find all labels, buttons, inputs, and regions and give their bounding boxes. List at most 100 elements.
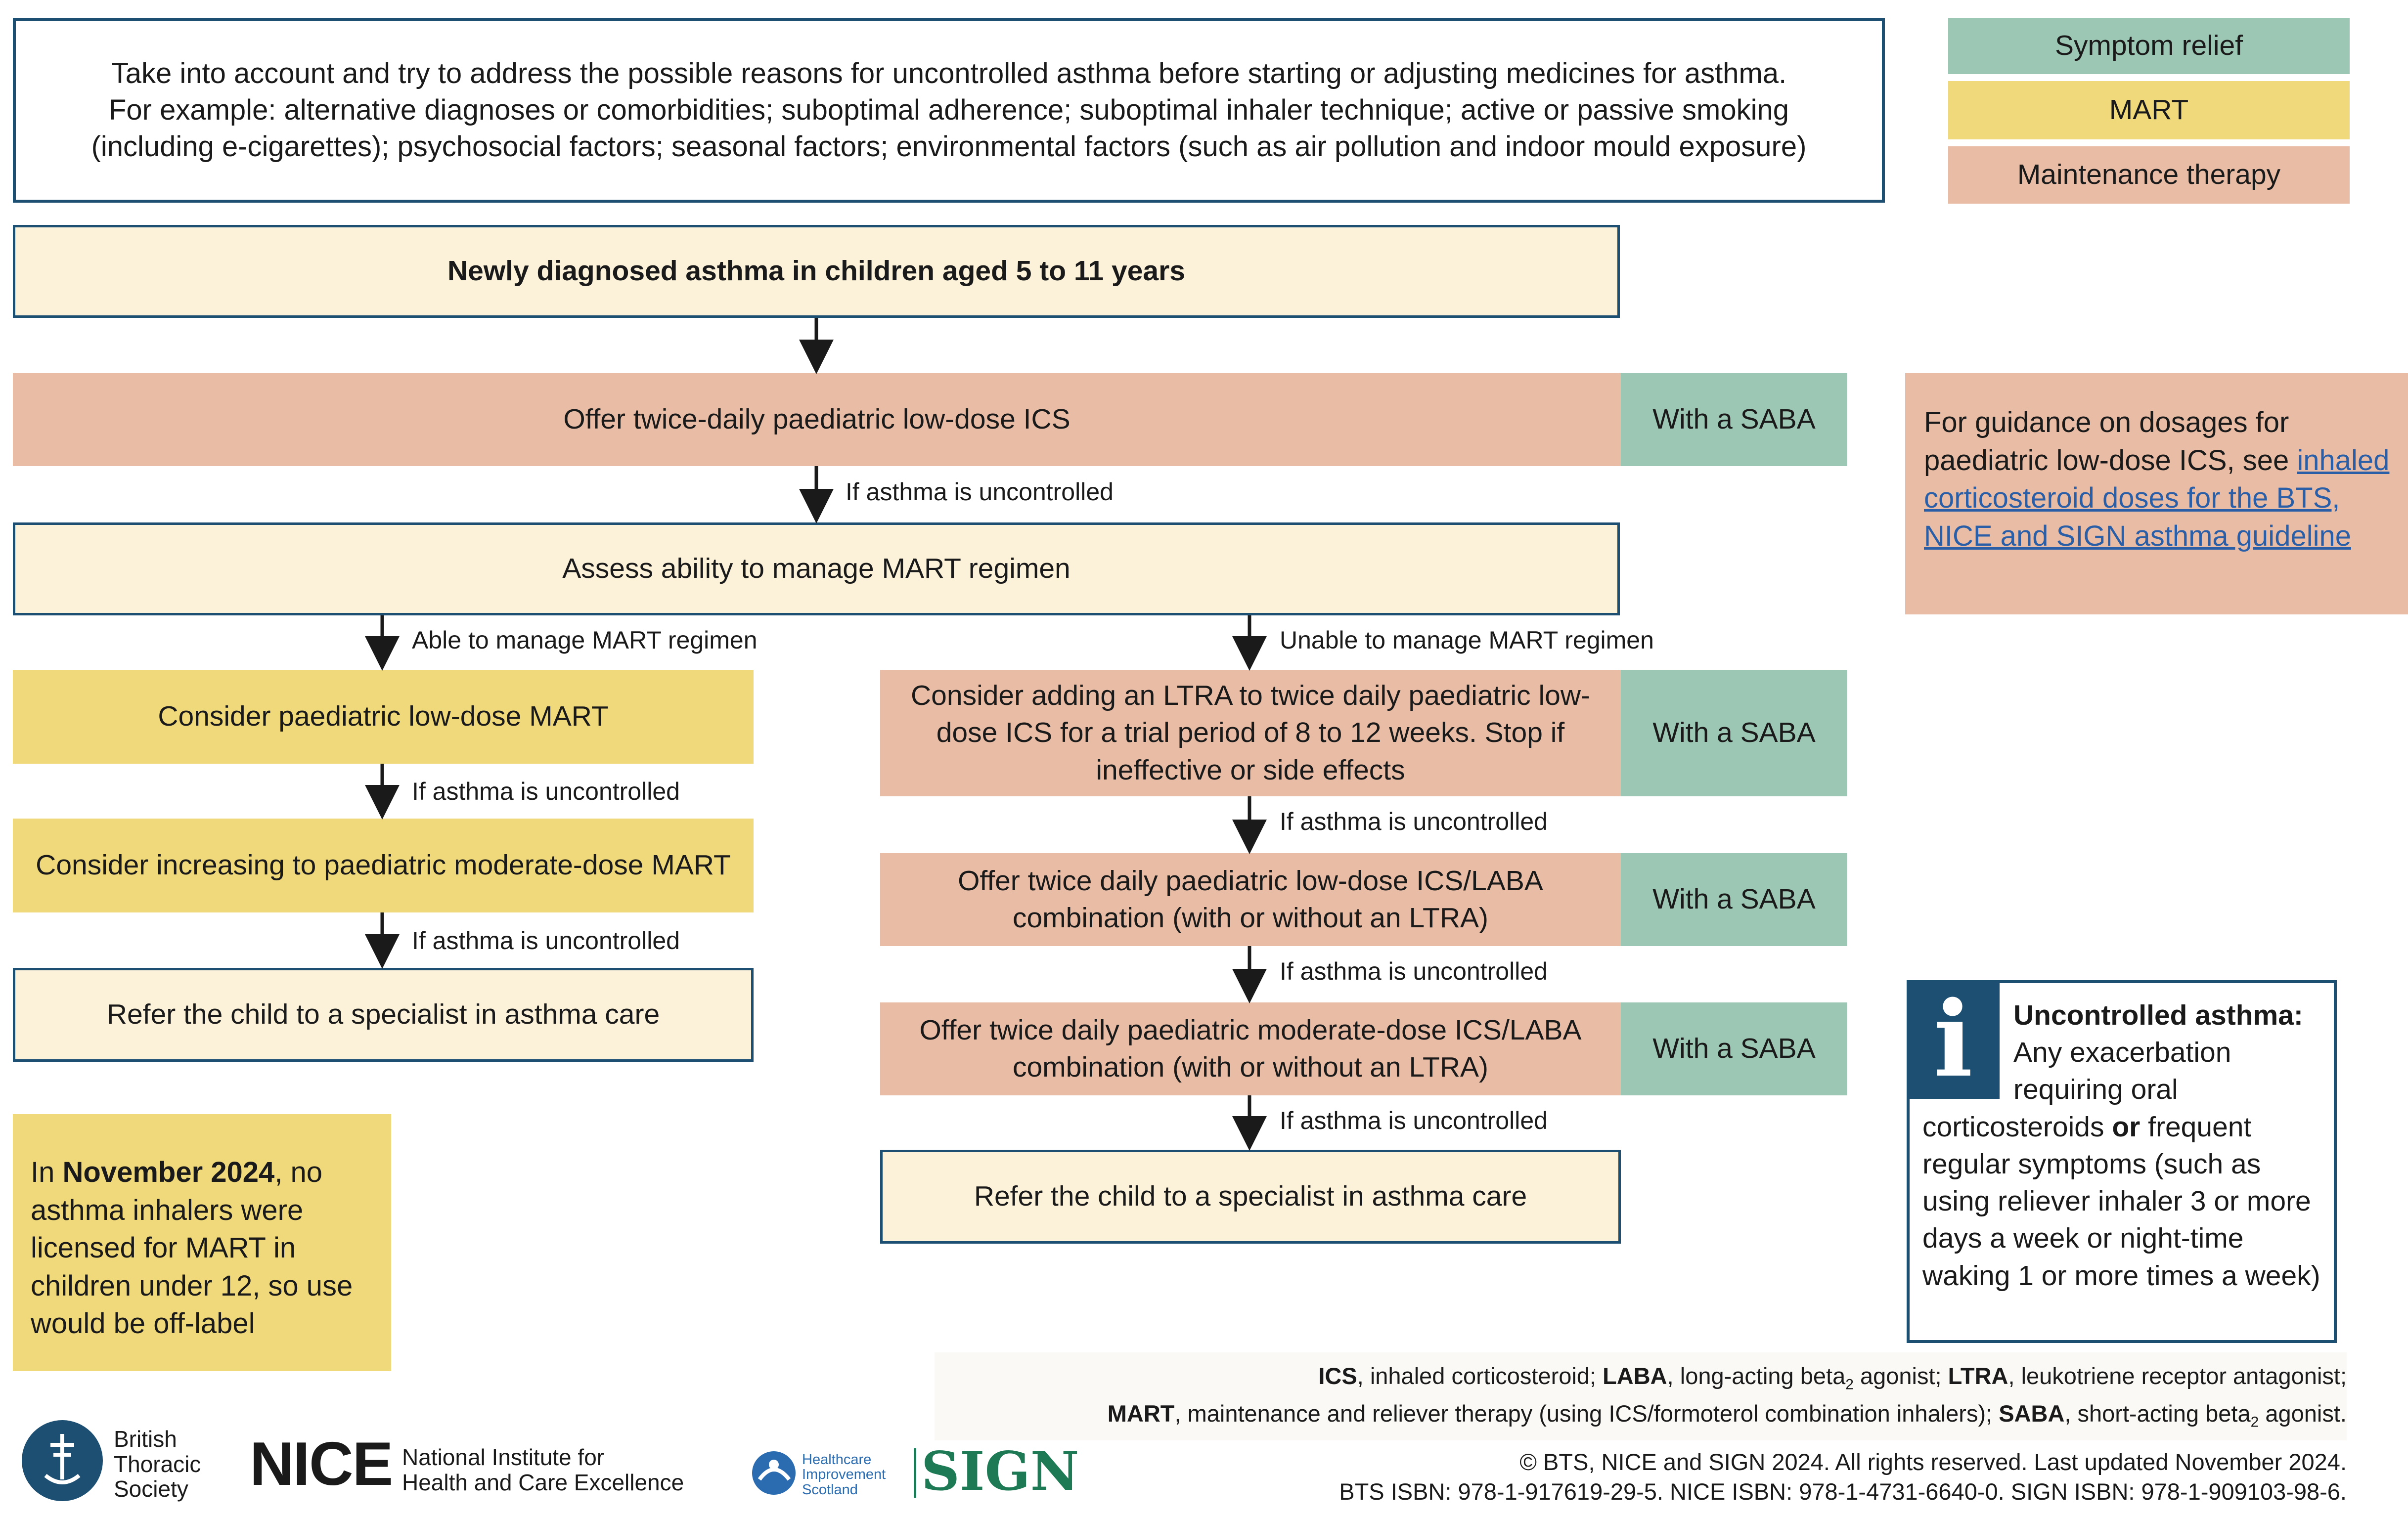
mart-low-label: Consider paediatric low-dose MART <box>158 700 609 733</box>
legend-mart: MART <box>1948 81 2350 139</box>
abbreviations-line-2: MART, maintenance and reliever therapy (… <box>1108 1400 2347 1430</box>
abbr-ltra-def: , leukotriene receptor antagonist; <box>2008 1363 2347 1389</box>
intro-line-1: Take into account and try to address the… <box>111 57 1787 89</box>
ics-laba-moderate-box: Offer twice daily paediatric moderate-do… <box>880 1002 1621 1095</box>
step1-saba-label: With a SABA <box>1652 403 1816 435</box>
dosage-note: For guidance on dosages for paediatric l… <box>1905 373 2408 614</box>
ics-laba-low-saba-label: With a SABA <box>1652 883 1816 915</box>
ics-laba-low-box: Offer twice daily paediatric low-dose IC… <box>880 853 1621 946</box>
his-line-3: Scotland <box>802 1481 858 1498</box>
mart-moderate-label: Consider increasing to paediatric modera… <box>36 849 731 881</box>
abbr-saba-def2: agonist. <box>2259 1400 2347 1427</box>
legend-maintenance: Maintenance therapy <box>1948 146 2350 204</box>
legend-symptom-relief-label: Symptom relief <box>2054 30 2243 62</box>
abbr-mart: MART <box>1107 1400 1175 1427</box>
step1-box: Offer twice-daily paediatric low-dose IC… <box>13 373 1621 466</box>
nice-wordmark: NICE <box>250 1430 393 1498</box>
label-right-uncontrolled-2: If asthma is uncontrolled <box>1280 957 1548 985</box>
legend-maintenance-label: Maintenance therapy <box>2017 159 2281 191</box>
nice-logo: NICE National Institute for Health and C… <box>250 1432 724 1500</box>
ics-laba-moderate-label: Offer twice daily paediatric moderate-do… <box>919 1014 1582 1083</box>
bts-line-1: British <box>114 1426 177 1452</box>
november-note-post: , no asthma inhalers were licensed for M… <box>31 1156 353 1340</box>
abbreviations-line-1: ICS, inhaled corticosteroid; LABA, long-… <box>1318 1362 2347 1393</box>
abbr-ics-def: , inhaled corticosteroid; <box>1357 1363 1603 1389</box>
abbr-laba: LABA <box>1603 1363 1667 1389</box>
bts-crest-svg <box>44 1434 81 1484</box>
abbr-mart-def: , maintenance and reliever therapy (usin… <box>1174 1400 1999 1427</box>
november-note-pre: In <box>31 1156 63 1188</box>
his-icon-svg <box>752 1451 796 1495</box>
ics-laba-low-label: Offer twice daily paediatric low-dose IC… <box>958 865 1543 934</box>
intro-line-2: For example: alternative diagnoses or co… <box>91 93 1807 163</box>
abbr-saba-def: , short-acting beta <box>2064 1400 2251 1427</box>
ltra-saba-label: With a SABA <box>1652 717 1816 749</box>
abbr-ics: ICS <box>1318 1363 1357 1389</box>
step1-saba: With a SABA <box>1621 373 1847 466</box>
left-refer-label: Refer the child to a specialist in asthm… <box>106 998 660 1031</box>
november-note: In November 2024, no asthma inhalers wer… <box>13 1114 391 1371</box>
mart-low-box: Consider paediatric low-dose MART <box>13 670 754 764</box>
label-able: Able to manage MART regimen <box>412 626 758 654</box>
nice-line-1: National Institute for <box>402 1444 605 1470</box>
ltra-saba: With a SABA <box>1621 670 1847 796</box>
bts-logo: British Thoracic Society <box>22 1419 239 1503</box>
legend-mart-label: MART <box>2109 94 2189 126</box>
footer-isbn: BTS ISBN: 978-1-917619-29-5. NICE ISBN: … <box>1339 1478 2347 1505</box>
abbreviations-bg <box>935 1352 2347 1440</box>
ltra-box: Consider adding an LTRA to twice daily p… <box>880 670 1621 796</box>
assess-label: Assess ability to manage MART regimen <box>562 553 1070 585</box>
ltra-label: Consider adding an LTRA to twice daily p… <box>911 680 1590 786</box>
november-note-bold: November 2024 <box>62 1156 275 1188</box>
bts-line-3: Society <box>114 1476 188 1502</box>
right-refer-label: Refer the child to a specialist in asthm… <box>974 1180 1527 1213</box>
his-logo-text: Healthcare Improvement Scotland <box>802 1452 886 1498</box>
assess-box: Assess ability to manage MART regimen <box>13 522 1620 615</box>
ics-laba-low-saba: With a SABA <box>1621 853 1847 946</box>
start-label: Newly diagnosed asthma in children aged … <box>447 255 1186 287</box>
info-title: Uncontrolled asthma: <box>2013 999 2303 1031</box>
ics-laba-moderate-saba: With a SABA <box>1621 1002 1847 1095</box>
abbr-ltra: LTRA <box>1948 1363 2008 1389</box>
label-left-uncontrolled-1: If asthma is uncontrolled <box>412 778 680 805</box>
mart-moderate-box: Consider increasing to paediatric modera… <box>13 819 754 912</box>
abbr-laba-def: , long-acting beta <box>1667 1363 1846 1389</box>
info-text: Uncontrolled asthma: Any exacerbation re… <box>1922 983 2323 1295</box>
info-body-a: Any exacerbation requiring oral corticos… <box>1922 1037 2231 1143</box>
healthcare-improvement-scotland-icon <box>751 1450 798 1497</box>
left-refer-box: Refer the child to a specialist in asthm… <box>13 968 754 1062</box>
label-step1-uncontrolled: If asthma is uncontrolled <box>846 478 1114 506</box>
info-box: i Uncontrolled asthma: Any exacerbation … <box>1907 980 2337 1343</box>
label-left-uncontrolled-2: If asthma is uncontrolled <box>412 927 680 954</box>
dosage-note-text: For guidance on dosages for paediatric l… <box>1924 406 2297 477</box>
step1-label: Offer twice-daily paediatric low-dose IC… <box>563 403 1070 435</box>
bts-logo-text: British Thoracic Society <box>114 1427 201 1502</box>
his-sign-logo: Healthcare Improvement Scotland SIGN <box>751 1442 1079 1504</box>
label-right-uncontrolled-3: If asthma is uncontrolled <box>1280 1107 1548 1134</box>
bts-line-2: Thoracic <box>114 1451 201 1477</box>
abbr-saba-sub: 2 <box>2250 1414 2259 1430</box>
sign-wordmark: SIGN <box>921 1440 1079 1503</box>
start-box: Newly diagnosed asthma in children aged … <box>13 225 1620 318</box>
abbr-laba-sub: 2 <box>1845 1376 1854 1393</box>
right-refer-box: Refer the child to a specialist in asthm… <box>880 1150 1621 1244</box>
abbr-saba: SABA <box>1999 1400 2065 1427</box>
label-right-uncontrolled-1: If asthma is uncontrolled <box>1280 808 1548 835</box>
info-body-b: frequent regular symptoms (such as using… <box>1922 1111 2320 1292</box>
legend-symptom-relief: Symptom relief <box>1948 18 2350 74</box>
info-icon-glyph: i <box>1933 978 1973 1100</box>
intro-box: Take into account and try to address the… <box>13 18 1885 203</box>
abbr-laba-def2: agonist; <box>1853 1363 1948 1389</box>
his-line-2: Improvement <box>802 1467 886 1483</box>
footer-copyright: © BTS, NICE and SIGN 2024. All rights re… <box>1519 1449 2347 1475</box>
info-or: or <box>2112 1111 2140 1143</box>
nice-line-2: Health and Care Excellence <box>402 1469 684 1495</box>
ics-laba-moderate-saba-label: With a SABA <box>1652 1033 1816 1065</box>
dosage-guideline-link[interactable]: inhaled corticosteroid doses for the BTS… <box>1924 444 2390 552</box>
nice-logo-text: National Institute for Health and Care E… <box>402 1445 684 1495</box>
info-icon: i <box>1907 980 2000 1099</box>
his-line-1: Healthcare <box>802 1452 872 1468</box>
his-sign-divider <box>914 1448 916 1498</box>
bts-crest-icon <box>22 1420 103 1501</box>
